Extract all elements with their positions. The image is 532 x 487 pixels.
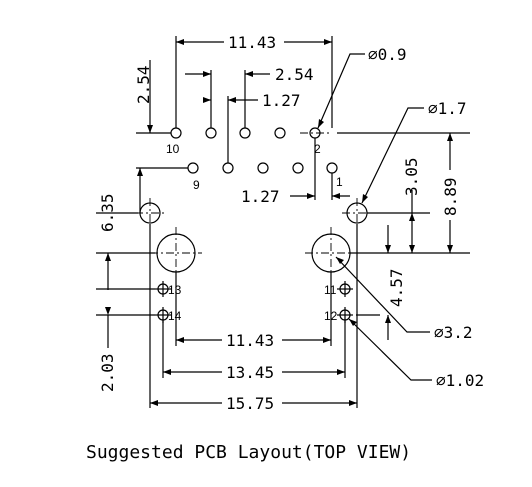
dim-dia-3-2: ⌀3.2: [434, 323, 473, 342]
pin-hole: [205, 127, 217, 139]
dim-2-54-vertical: 2.54: [134, 65, 153, 104]
pin-hole: [170, 127, 182, 139]
pin-hole: [274, 127, 286, 139]
pin-hole: [257, 162, 269, 174]
dim-dia-1-02: ⌀1.02: [436, 371, 484, 390]
drawing-caption: Suggested PCB Layout(TOP VIEW): [86, 442, 411, 463]
dim-dia-0-9: ⌀0.9: [368, 45, 407, 64]
pin-label-13: 13: [168, 283, 182, 297]
dim-2-54-pitch: 2.54: [275, 65, 314, 84]
pin-hole: [326, 162, 338, 174]
dim-dia-1-7: ⌀1.7: [428, 99, 467, 118]
pin-hole: [292, 162, 304, 174]
dim-1-27-stagger: 1.27: [241, 187, 280, 206]
second-pin-row: [187, 162, 338, 174]
dim-bottom-13-45: 13.45: [226, 363, 274, 382]
pin-label-9: 9: [193, 178, 200, 192]
dim-6-35: 6.35: [98, 193, 117, 232]
dim-top-11-43: 11.43: [228, 33, 276, 52]
dim-1-27-top: 1.27: [262, 91, 301, 110]
dim-2-03: 2.03: [98, 353, 117, 392]
pin-hole: [239, 127, 251, 139]
dim-4-57: 4.57: [387, 268, 406, 307]
pin-label-10: 10: [166, 142, 180, 156]
pin-label-14: 14: [168, 309, 182, 323]
pin-label-1: 1: [336, 175, 343, 189]
pin-label-2: 2: [314, 142, 321, 156]
pin-hole: [222, 162, 234, 174]
dim-bottom-11-43: 11.43: [226, 331, 274, 350]
pin-label-11: 11: [324, 283, 337, 297]
dim-bottom-15-75: 15.75: [226, 394, 274, 413]
dim-3-05: 3.05: [402, 157, 421, 196]
dim-8-89: 8.89: [441, 177, 460, 216]
top-pin-row: [170, 127, 321, 139]
pin-hole: [187, 162, 199, 174]
large-holes: [150, 227, 357, 279]
